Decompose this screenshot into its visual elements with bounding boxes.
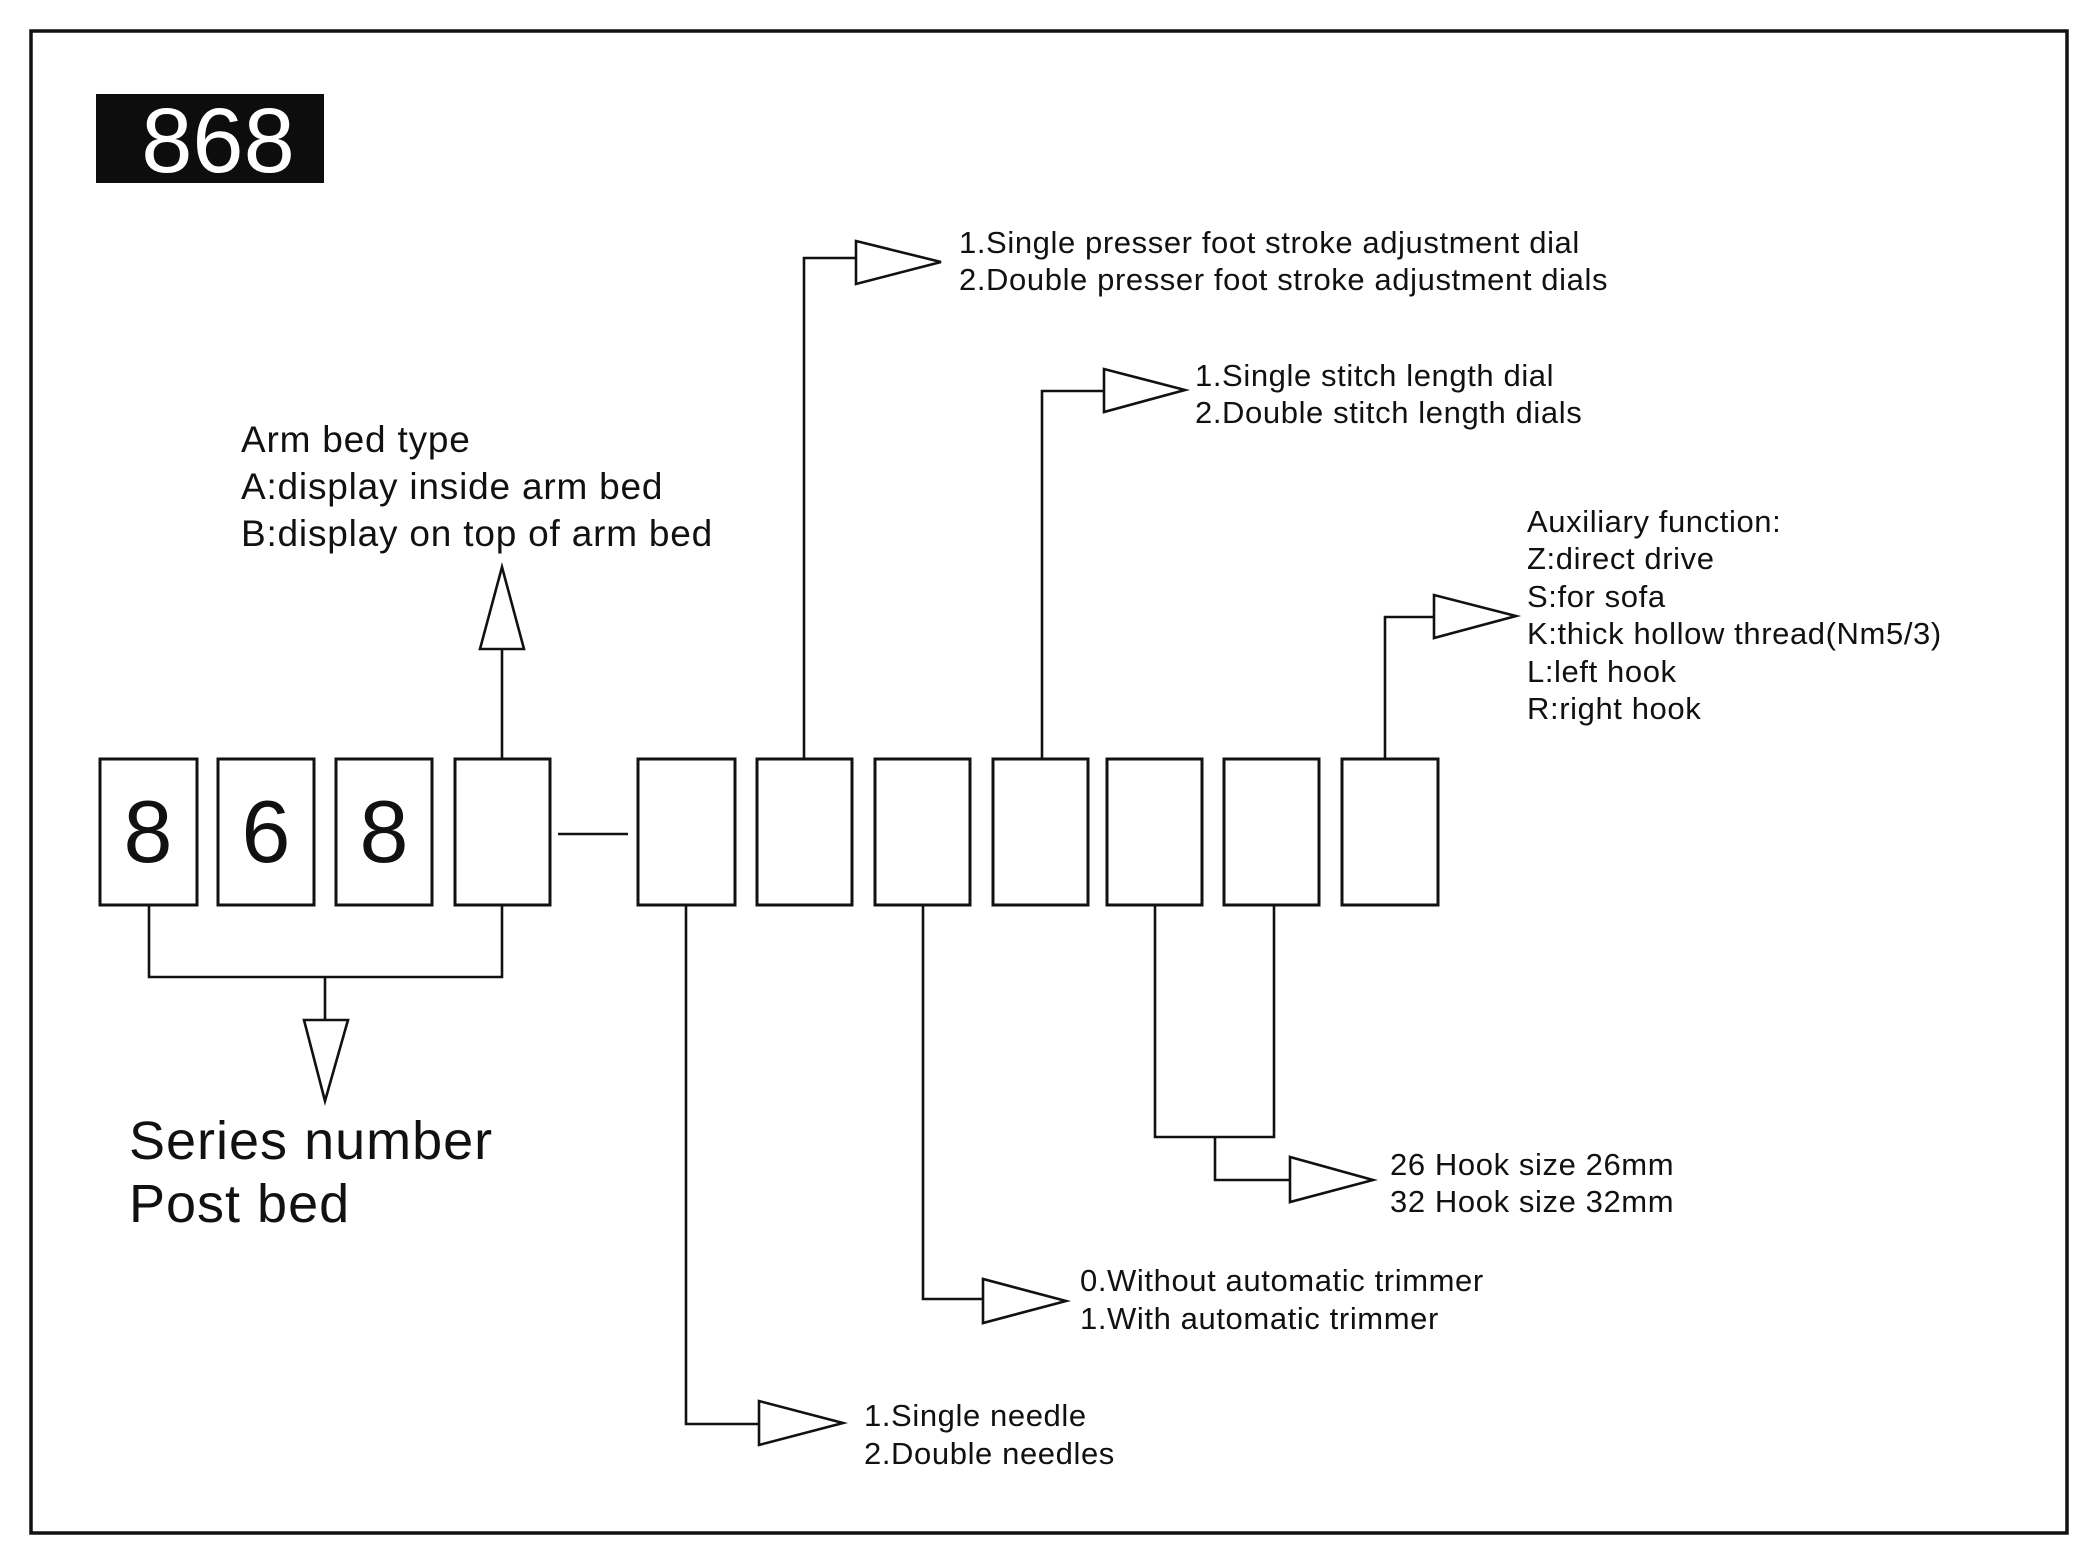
hook-size-option-26: 26 Hook size 26mm bbox=[1390, 1147, 1674, 1182]
presser-foot-option-2: 2.Double presser foot stroke adjustment … bbox=[959, 262, 1608, 297]
hook-size-option-32: 32 Hook size 32mm bbox=[1390, 1184, 1674, 1219]
option-box-hook-size-1 bbox=[1105, 757, 1204, 907]
post-bed-text: Post bed bbox=[129, 1174, 350, 1234]
option-box-auxiliary bbox=[1340, 757, 1440, 907]
needles-label: 1.Single needle 2.Double needles bbox=[864, 1398, 1115, 1471]
auxiliary-option-s: S:for sofa bbox=[1527, 579, 1666, 614]
option-box-presser-foot bbox=[755, 757, 854, 907]
arm-bed-arrow-icon bbox=[478, 561, 526, 651]
stitch-length-arrow-icon bbox=[1102, 367, 1191, 414]
title-badge-text: 868 bbox=[141, 90, 295, 192]
trimmer-option-0: 0.Without automatic trimmer bbox=[1080, 1263, 1484, 1298]
trimmer-arrow-icon bbox=[981, 1277, 1072, 1325]
trimmer-line bbox=[921, 905, 983, 1301]
digit-1: 8 bbox=[124, 782, 173, 881]
stitch-length-line bbox=[1040, 389, 1104, 759]
arm-bed-title: Arm bed type bbox=[241, 419, 471, 460]
hook-size-arrow-icon bbox=[1288, 1155, 1378, 1204]
arm-bed-option-a: A:display inside arm bed bbox=[241, 466, 663, 507]
needles-option-2: 2.Double needles bbox=[864, 1436, 1115, 1471]
digit-2: 6 bbox=[242, 782, 291, 881]
hook-size-connector bbox=[1153, 905, 1378, 1204]
trimmer-option-1: 1.With automatic trimmer bbox=[1080, 1301, 1439, 1336]
stitch-length-option-1: 1.Single stitch length dial bbox=[1195, 358, 1554, 393]
auxiliary-connector bbox=[1383, 593, 1522, 759]
stitch-length-connector bbox=[1040, 367, 1191, 759]
hook-size-label: 26 Hook size 26mm 32 Hook size 32mm bbox=[1390, 1147, 1674, 1219]
auxiliary-title: Auxiliary function: bbox=[1527, 504, 1781, 539]
series-digit-boxes: 8 6 8 bbox=[98, 757, 552, 907]
auxiliary-arrow-icon bbox=[1432, 593, 1522, 640]
option-box-stitch-length bbox=[991, 757, 1090, 907]
arm-bed-connector bbox=[478, 561, 526, 759]
series-bracket-line bbox=[147, 905, 504, 979]
needles-connector bbox=[684, 905, 849, 1447]
series-connector bbox=[147, 905, 504, 1106]
diagram-frame bbox=[29, 29, 2069, 1535]
needles-option-1: 1.Single needle bbox=[864, 1398, 1087, 1433]
series-number-text: Series number bbox=[129, 1111, 493, 1171]
presser-foot-line bbox=[802, 256, 856, 759]
arm-bed-option-b: B:display on top of arm bed bbox=[241, 513, 713, 554]
presser-foot-label: 1.Single presser foot stroke adjustment … bbox=[959, 225, 1608, 297]
trimmer-label: 0.Without automatic trimmer 1.With autom… bbox=[1080, 1263, 1484, 1336]
digit-3: 8 bbox=[360, 782, 409, 881]
digit-box-2 bbox=[216, 757, 316, 907]
arm-bed-label: Arm bed type A:display inside arm bed B:… bbox=[241, 419, 713, 554]
hook-size-bracket-line bbox=[1153, 905, 1276, 1139]
hook-size-stem-line bbox=[1213, 1137, 1290, 1182]
stitch-length-label: 1.Single stitch length dial 2.Double sti… bbox=[1195, 358, 1582, 430]
needles-line bbox=[684, 905, 759, 1426]
auxiliary-line bbox=[1383, 615, 1434, 759]
option-boxes bbox=[636, 757, 1440, 907]
digit-box-3 bbox=[334, 757, 434, 907]
auxiliary-label: Auxiliary function: Z:direct drive S:for… bbox=[1527, 504, 1942, 726]
auxiliary-option-r: R:right hook bbox=[1527, 691, 1701, 726]
digit-box-1 bbox=[98, 757, 199, 907]
title-badge-background bbox=[96, 94, 324, 183]
series-arrow-icon bbox=[302, 1018, 350, 1106]
auxiliary-option-z: Z:direct drive bbox=[1527, 541, 1715, 576]
auxiliary-option-l: L:left hook bbox=[1527, 654, 1677, 689]
presser-foot-arrow-icon bbox=[854, 239, 942, 286]
presser-foot-option-1: 1.Single presser foot stroke adjustment … bbox=[959, 225, 1580, 260]
option-box-hook-size-2 bbox=[1222, 757, 1321, 907]
stitch-length-option-2: 2.Double stitch length dials bbox=[1195, 395, 1582, 430]
series-label: Series number Post bed bbox=[129, 1111, 493, 1234]
presser-foot-connector bbox=[802, 239, 942, 759]
trimmer-connector bbox=[921, 905, 1072, 1325]
title-badge: 868 bbox=[96, 90, 324, 192]
needles-arrow-icon bbox=[757, 1399, 849, 1447]
auxiliary-option-k: K:thick hollow thread(Nm5/3) bbox=[1527, 616, 1942, 651]
option-box-needles bbox=[636, 757, 737, 907]
option-box-trimmer bbox=[873, 757, 972, 907]
arm-bed-type-box bbox=[453, 757, 552, 907]
